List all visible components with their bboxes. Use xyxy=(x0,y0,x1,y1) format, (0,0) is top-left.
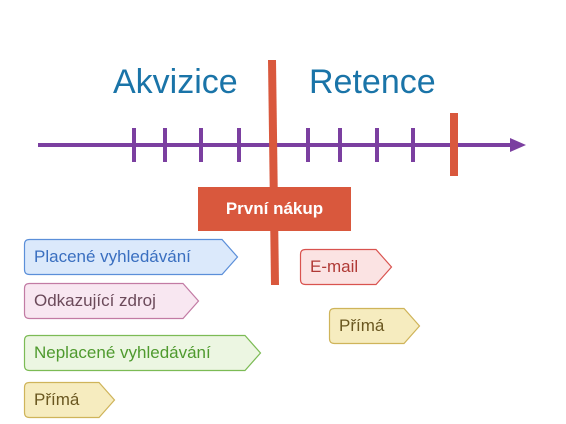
channel-tag-direct: Přímá xyxy=(23,381,116,419)
channel-tag-direct-retention: Přímá xyxy=(328,307,421,345)
channel-tag-outline xyxy=(23,381,116,419)
channel-tag-email: E-mail xyxy=(299,248,393,286)
channel-tag-label: E-mail xyxy=(310,257,359,276)
channel-tag-shape xyxy=(23,334,262,372)
channel-tag-outline xyxy=(23,282,200,320)
retention-heading: Retence xyxy=(309,63,436,101)
channel-tag-shape xyxy=(328,307,421,345)
channel-tag-referral: Odkazující zdroj xyxy=(23,282,200,320)
first-purchase-label: První nákup xyxy=(198,187,351,231)
channel-tag-label: Přímá xyxy=(339,316,385,335)
channel-tag-paid-search: Placené vyhledávání xyxy=(23,238,239,276)
channel-tag-label: Neplacené vyhledávání xyxy=(34,343,211,362)
acquisition-retention-divider xyxy=(268,59,279,286)
acquisition-ticks xyxy=(132,128,241,162)
channel-tag-label: Přímá xyxy=(34,390,80,409)
channel-tag-label: Odkazující zdroj xyxy=(34,291,156,310)
channel-tag-outline xyxy=(23,334,262,372)
timeline-arrowhead xyxy=(510,138,526,152)
channel-tag-organic-search: Neplacené vyhledávání xyxy=(23,334,262,372)
channel-tag-shape xyxy=(23,282,200,320)
channel-tag-label: Placené vyhledávání xyxy=(34,247,191,266)
channel-tag-shape xyxy=(23,381,116,419)
channel-tag-outline xyxy=(328,307,421,345)
channel-tag-shape xyxy=(23,238,239,276)
acquisition-heading: Akvizice xyxy=(113,63,238,101)
channel-tag-outline xyxy=(23,238,239,276)
channel-tag-shape xyxy=(299,248,393,286)
retention-ticks xyxy=(306,128,415,162)
channel-tag-outline xyxy=(299,248,393,286)
